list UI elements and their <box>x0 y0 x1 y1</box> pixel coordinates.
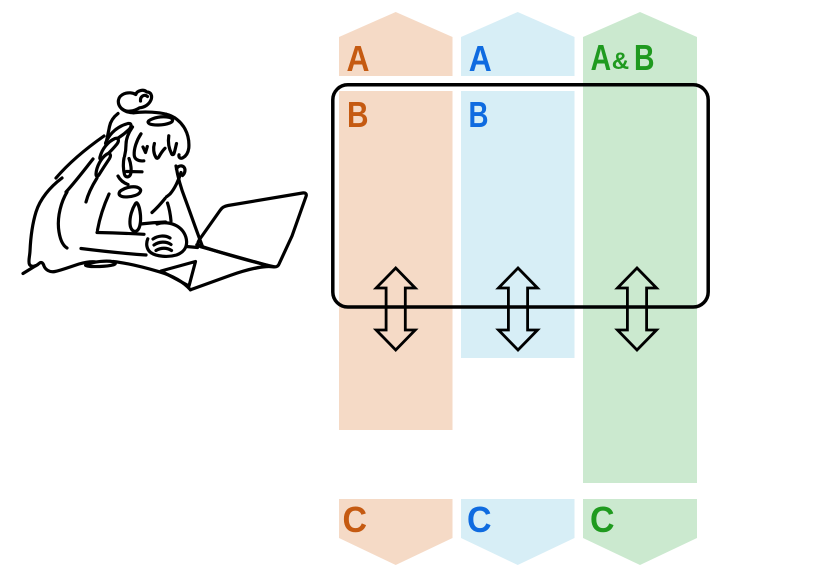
svg-text:A: A <box>591 37 612 78</box>
svg-text:A: A <box>469 38 492 79</box>
svg-text:C: C <box>590 499 615 540</box>
svg-text:B: B <box>469 94 489 135</box>
svg-text:C: C <box>467 499 492 540</box>
svg-text:B: B <box>347 94 369 135</box>
svg-text:C: C <box>343 499 368 540</box>
svg-text:&: & <box>612 48 629 75</box>
svg-text:B: B <box>634 37 655 78</box>
svg-text:A: A <box>347 38 370 79</box>
